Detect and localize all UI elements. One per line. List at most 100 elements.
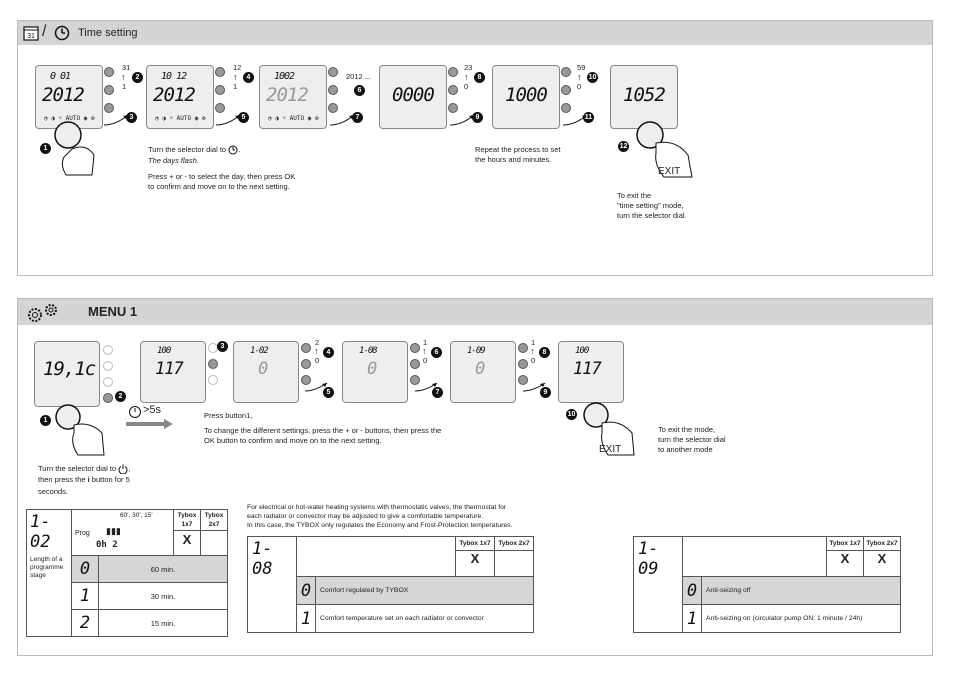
exit-label: EXIT xyxy=(599,444,622,455)
instruction-text: Press button1, xyxy=(204,411,253,420)
side-button[interactable] xyxy=(208,375,218,385)
up-arrow-icon: ↑ xyxy=(422,346,427,356)
timer-icon xyxy=(129,406,141,418)
instruction-text: OK button to confirm and move on to the … xyxy=(204,436,382,445)
step-4: 4 xyxy=(323,347,334,358)
power-icon xyxy=(118,464,128,475)
side-button[interactable] xyxy=(103,361,113,371)
exit-text: "time setting" mode, xyxy=(617,201,684,210)
mode-strip: ◔ ◑ ☼ AUTO ◉ ⚙ xyxy=(44,115,95,122)
info-button[interactable] xyxy=(103,393,113,403)
plus-button[interactable] xyxy=(301,343,311,353)
range-max: 31 xyxy=(122,63,131,72)
minus-button[interactable] xyxy=(104,85,114,95)
gears-icon xyxy=(28,304,57,322)
side-button[interactable] xyxy=(103,345,113,355)
time-setting-header xyxy=(18,21,932,45)
exit-text: turn the selector dial. xyxy=(617,211,687,220)
exit-text: to another mode xyxy=(658,445,713,454)
plus-button[interactable] xyxy=(104,67,114,77)
page-title: MENU 1 xyxy=(88,304,138,319)
plus-button[interactable] xyxy=(518,343,528,353)
arrow-icon xyxy=(414,382,438,392)
range-max: 59 xyxy=(577,63,586,72)
minus-button[interactable] xyxy=(328,85,338,95)
thermostat-screen: 100 117 xyxy=(558,341,624,403)
minus-button[interactable] xyxy=(448,85,458,95)
menu1-panel: MENU 1 19,1c 2 1 >5s 100 117 3 1-02 0 2 … xyxy=(17,298,933,656)
ok-button[interactable] xyxy=(104,103,114,113)
plus-button[interactable] xyxy=(215,67,225,77)
up-arrow-icon: ↑ xyxy=(530,346,535,356)
turn-text: seconds. xyxy=(38,487,69,496)
step-1: 1 xyxy=(40,143,51,154)
hand-dial-icon xyxy=(636,121,693,178)
step-7: 7 xyxy=(432,387,443,398)
step-12: 12 xyxy=(618,141,629,152)
minus-button[interactable] xyxy=(561,85,571,95)
ok-button[interactable] xyxy=(518,375,528,385)
valves-note: For electrical or hot-water heating syst… xyxy=(247,504,507,511)
exit-text: turn the selector dial xyxy=(658,435,726,444)
step-11: 11 xyxy=(583,112,594,123)
turn-text: Turn the selector dial to , xyxy=(38,464,131,475)
plus-button[interactable] xyxy=(448,67,458,77)
plus-button[interactable] xyxy=(410,343,420,353)
table-row: 1 Comfort temperature set on each radiat… xyxy=(248,604,534,633)
step-7: 7 xyxy=(352,112,363,123)
plus-button[interactable] xyxy=(561,67,571,77)
exit-text: To exit the mode, xyxy=(658,425,716,434)
button-1[interactable] xyxy=(208,359,218,369)
thermostat-screen: 1052 xyxy=(610,65,678,129)
minus-button[interactable] xyxy=(215,85,225,95)
up-arrow-icon: ↑ xyxy=(464,72,469,82)
repeat-text: Repeat the process to set xyxy=(475,145,561,154)
plus-button[interactable] xyxy=(328,67,338,77)
prog-bars-icon: ▮▮▮ xyxy=(106,526,121,536)
thermostat-screen: 0000 xyxy=(379,65,447,129)
thermostat-screen: 1000 xyxy=(492,65,560,129)
range-max: 2012 ... xyxy=(346,72,372,81)
range-min: 1 xyxy=(233,82,238,91)
svg-text:31: 31 xyxy=(27,33,35,40)
ok-button[interactable] xyxy=(215,103,225,113)
thermostat-screen: 100 117 xyxy=(140,341,206,403)
table-row: 1 30 min. xyxy=(27,582,228,610)
hand-dial-icon xyxy=(55,404,105,456)
table-row: 2 15 min. xyxy=(27,609,228,637)
minus-button[interactable] xyxy=(301,359,311,369)
up-arrow-icon: ↑ xyxy=(233,72,238,82)
step-3: 3 xyxy=(126,112,137,123)
step-8: 8 xyxy=(474,72,485,83)
step-9: 9 xyxy=(540,387,551,398)
ok-button[interactable] xyxy=(448,103,458,113)
minus-button[interactable] xyxy=(410,359,420,369)
settings-table-1-02: 1-02 Length of a programme stage Prog 60… xyxy=(26,509,228,637)
page-title: Time setting xyxy=(78,27,138,39)
ok-button[interactable] xyxy=(410,375,420,385)
step-10: 10 xyxy=(587,72,598,83)
minus-button[interactable] xyxy=(518,359,528,369)
thermostat-screen: 1-09 0 xyxy=(450,341,516,403)
step-6: 6 xyxy=(431,347,442,358)
hand-dial-icon xyxy=(583,402,635,456)
thermostat-screen: 1002 2012 ◔ ◑ ☼ AUTO ◉ ⚙ xyxy=(259,65,327,129)
calendar-icon: 31 xyxy=(23,26,39,41)
table-row: 1 Anti-seizing on (circulator pump ON: 1… xyxy=(634,604,901,633)
exit-label: EXIT xyxy=(658,166,681,177)
clock-icon xyxy=(228,145,238,155)
ok-button[interactable] xyxy=(328,103,338,113)
thermostat-screen: 1-02 0 xyxy=(233,341,299,403)
ok-button[interactable] xyxy=(301,375,311,385)
arrow-icon xyxy=(304,382,328,392)
step-9: 9 xyxy=(472,112,483,123)
thermostat-screen: 1-08 0 xyxy=(342,341,408,403)
settings-table-1-09: 1-09 Tybox 1x7 X Tybox 2x7 X 0 Anti-seiz… xyxy=(633,536,901,633)
step-2: 2 xyxy=(132,72,143,83)
valves-note: In this case, the TYBOX only regulates t… xyxy=(247,522,513,529)
clock-icon xyxy=(54,25,70,41)
menu1-header xyxy=(18,299,932,325)
ok-button[interactable] xyxy=(561,103,571,113)
side-button[interactable] xyxy=(103,377,113,387)
step-5: 5 xyxy=(238,112,249,123)
